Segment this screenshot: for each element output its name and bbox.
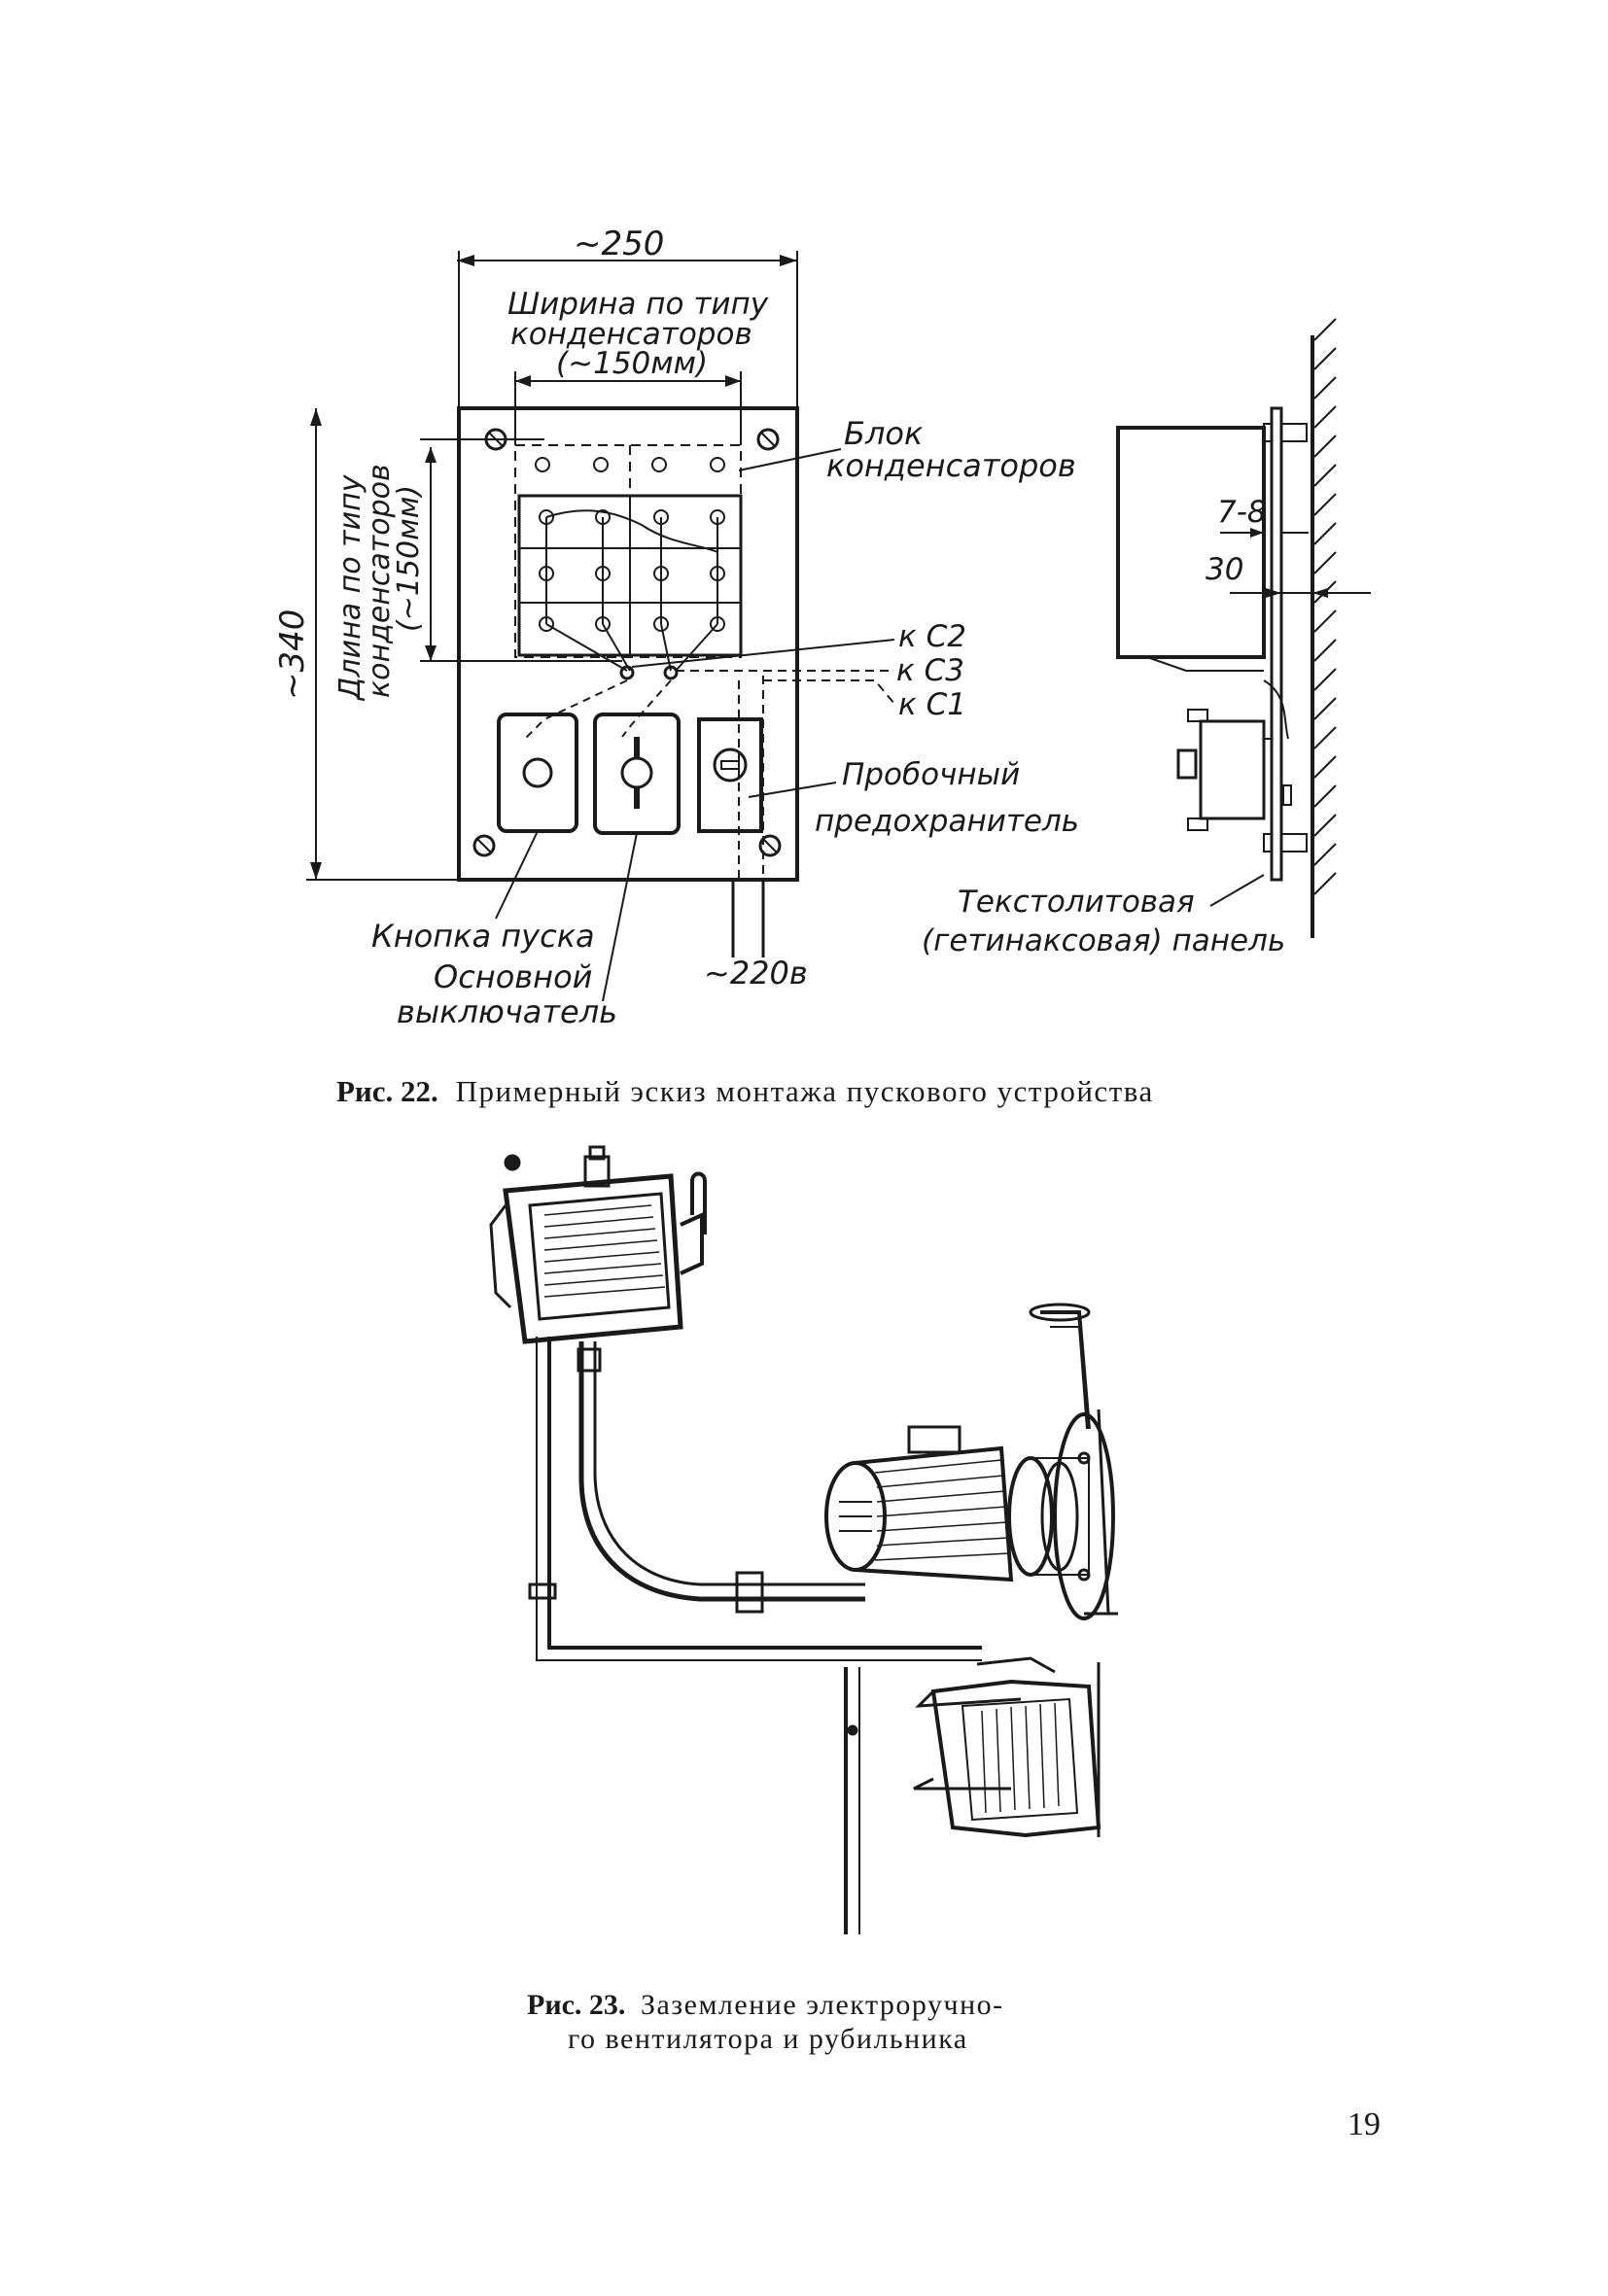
fig23-caption-text-l1: Заземление электроручно-	[641, 1989, 1004, 2021]
label-fuse-l1: Пробочный	[842, 757, 1020, 792]
label-to-c3: к С3	[896, 653, 964, 688]
label-capacitor-block-l2: конденсаторов	[826, 447, 1076, 484]
dim-height-note-l1: Длина по типу	[333, 473, 367, 702]
fig23-caption: Рис. 23. Заземление электроручно- го вен…	[527, 1989, 1004, 2055]
label-start-button: Кнопка пуска	[371, 918, 595, 955]
fig22-side-view	[1116, 318, 1371, 938]
label-fuse-l2: предохранитель	[815, 804, 1079, 839]
dim-width-total: ~250	[574, 225, 664, 263]
label-panel-l1: Текстолитовая	[958, 885, 1195, 920]
svg-text:Рис. 22. Примерный эскиз: Рис. 22. Примерный эскиз монтажа пусково…	[336, 1074, 1154, 1108]
dim-height-total: ~340	[273, 609, 312, 700]
label-side-7-8: 7-8	[1217, 495, 1267, 530]
label-capacitor-block-l1: Блок	[844, 415, 924, 452]
label-main-switch-l1: Основной	[434, 958, 592, 995]
fig22-caption: Рис. 22. Примерный эскиз монтажа пусково…	[336, 1074, 1154, 1108]
dim-width-note-l3: (~150мм)	[556, 346, 708, 381]
label-main-switch-l2: выключатель	[397, 993, 617, 1030]
label-to-c1: к С1	[898, 687, 966, 722]
label-panel-l2: (гетинаксовая) панель	[922, 923, 1285, 958]
fig22-caption-number: Рис. 22.	[336, 1074, 438, 1108]
fig22-caption-text: Примерный эскиз монтажа пускового устрой…	[456, 1074, 1154, 1108]
fig22-labels: ~250 Ширина по типу конденсаторов (~150м…	[273, 225, 1285, 1030]
dim-width-note-l2: конденсаторов	[510, 317, 752, 352]
dim-height-note-l3: (~150мм)	[392, 485, 426, 632]
fig23-grounding-drawing	[489, 1145, 1118, 1934]
dim-width-note-l1: Ширина по типу	[507, 287, 769, 322]
fig23-caption-number: Рис. 23.	[527, 1989, 625, 2021]
fig23-caption-text-l2: го вентилятора и рубильника	[568, 2023, 968, 2055]
svg-text:Рис. 23. Заземление элек: Рис. 23. Заземление электроручно-	[527, 1989, 1004, 2021]
dim-height-note-l2: конденсаторов	[363, 464, 397, 698]
page-number: 19	[1347, 2106, 1381, 2142]
label-supply-220: ~220в	[704, 955, 808, 991]
fig22-front-view	[306, 251, 895, 1002]
label-side-30: 30	[1206, 552, 1243, 587]
label-to-c2: к С2	[898, 619, 966, 654]
